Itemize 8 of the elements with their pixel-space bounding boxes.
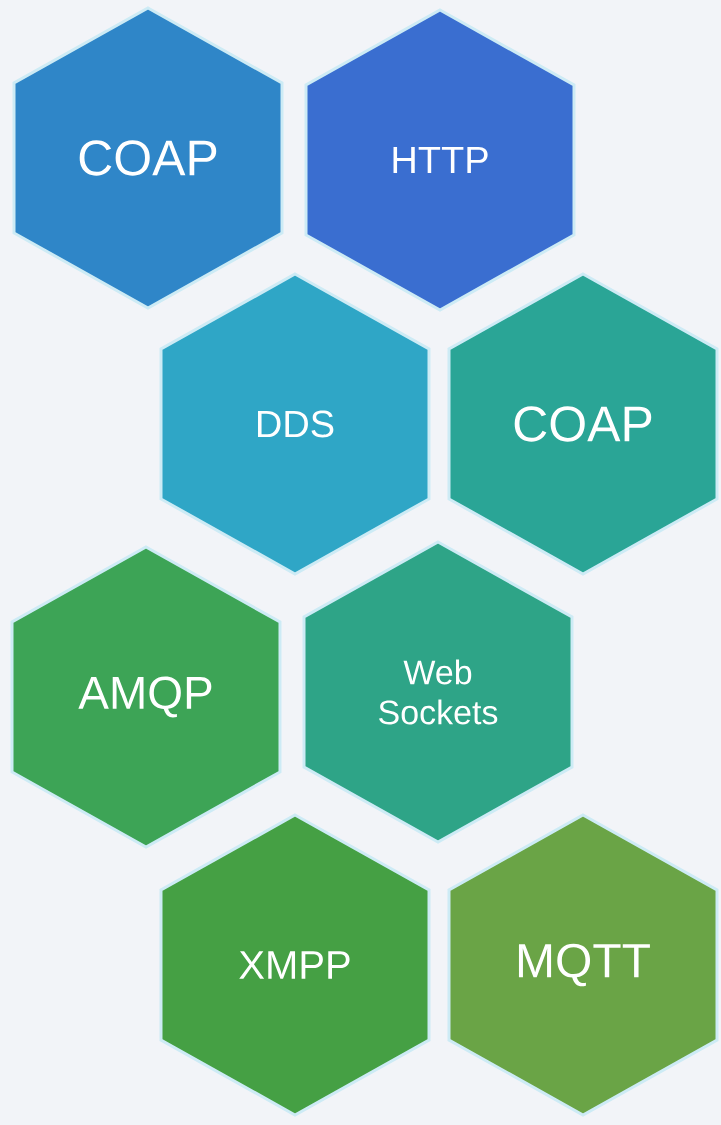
hexagon: AMQP [10, 545, 282, 849]
hexagon: COAP [447, 272, 719, 576]
hexagon: DDS [159, 272, 431, 576]
hexagon: MQTT [447, 813, 719, 1117]
hexagon: XMPP [159, 813, 431, 1117]
hexagon: Web Sockets [302, 540, 574, 844]
hexagon: COAP [12, 6, 284, 310]
hexagon: HTTP [304, 8, 576, 312]
